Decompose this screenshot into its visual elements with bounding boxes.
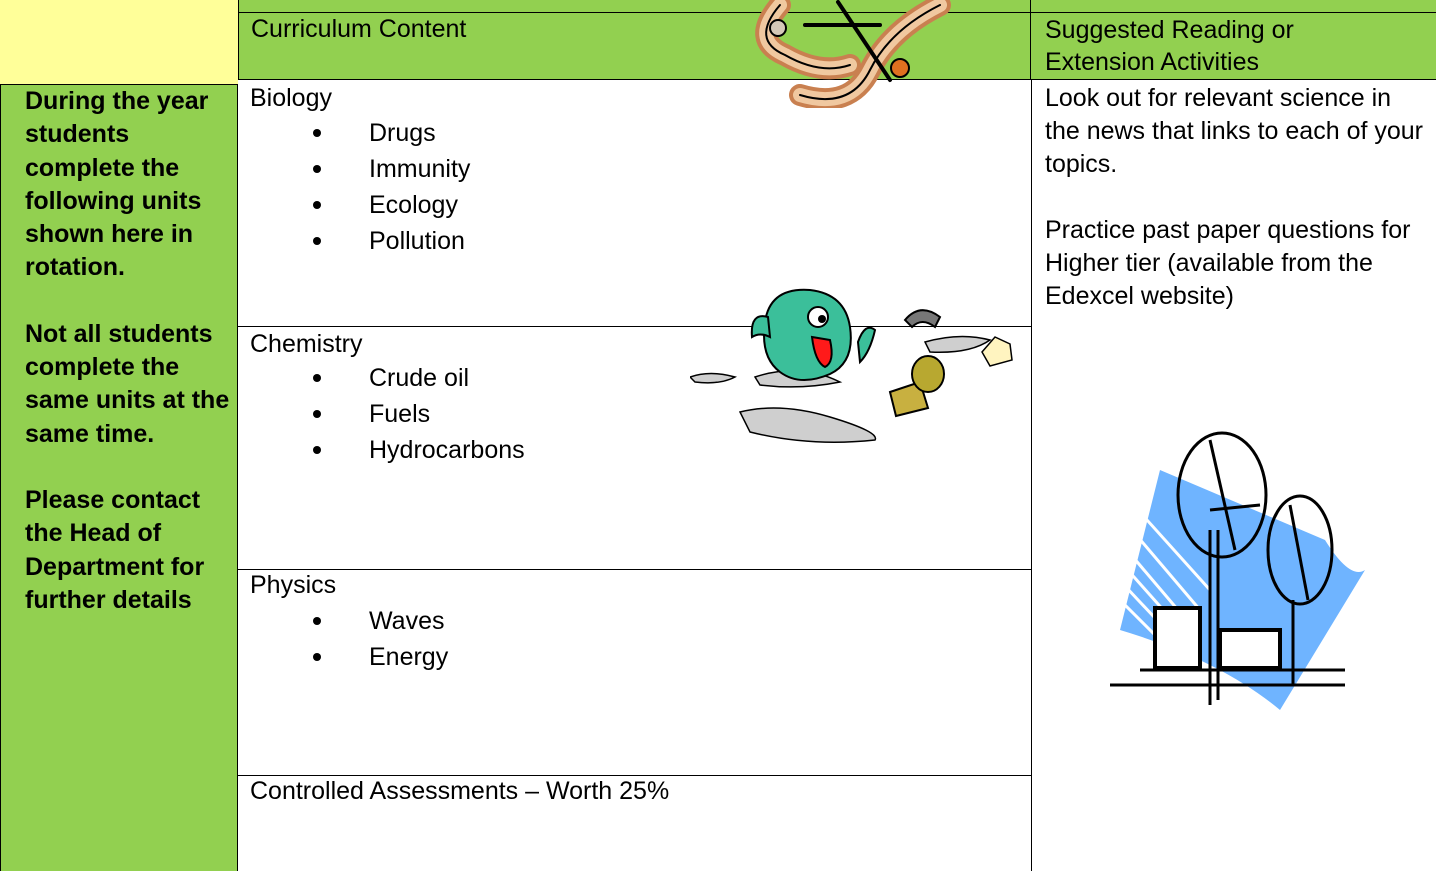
bullet-icon	[313, 446, 321, 454]
section-title: Controlled Assessments – Worth 25%	[250, 777, 670, 805]
section-title: Chemistry	[250, 330, 363, 358]
section-physics: Physics Waves Energy	[238, 569, 1032, 776]
factory-windmill-clipart-icon	[1108, 431, 1365, 710]
section-chemistry: Chemistry Crude oil Fuels Hydrocarbons	[238, 326, 1032, 570]
section-title: Physics	[250, 571, 337, 599]
sidebar-para-3: Please contact the Head of Department fo…	[25, 485, 205, 614]
header-rule-right	[1031, 12, 1436, 13]
section-title: Biology	[250, 84, 332, 112]
sidebar-para-2: Not all students complete the same units…	[25, 319, 230, 448]
extension-text: Look out for relevant science in the new…	[1045, 82, 1430, 346]
sidebar-text: During the year students complete the fo…	[25, 85, 230, 650]
section-assessments: Controlled Assessments – Worth 25%	[238, 775, 1032, 871]
list-item: Hydrocarbons	[308, 432, 525, 468]
bullet-icon	[313, 374, 321, 382]
bullet-icon	[313, 165, 321, 173]
header-corner	[0, 0, 238, 84]
atom-clipart-icon	[755, 0, 951, 108]
list-item: Immunity	[308, 151, 470, 187]
sidebar-info: During the year students complete the fo…	[0, 84, 238, 871]
extension-para-1: Look out for relevant science in the new…	[1045, 84, 1423, 178]
extension-header-label: Suggested Reading or Extension Activitie…	[1045, 16, 1294, 76]
list-item: Energy	[308, 639, 448, 675]
extension-para-2: Practice past paper questions for Higher…	[1045, 216, 1411, 310]
list-item: Crude oil	[308, 360, 525, 396]
topic-list: Waves Energy	[308, 603, 448, 675]
polluted-fish-clipart-icon	[690, 288, 1013, 443]
bullet-icon	[313, 653, 321, 661]
header-rule	[239, 12, 1030, 13]
bullet-icon	[313, 237, 321, 245]
topic-list: Drugs Immunity Ecology Pollution	[308, 115, 470, 259]
list-item: Pollution	[308, 223, 470, 259]
header-extension: Suggested Reading or Extension Activitie…	[1031, 0, 1436, 80]
list-item: Drugs	[308, 115, 470, 151]
bullet-icon	[313, 201, 321, 209]
section-biology: Biology Drugs Immunity Ecology Pollution	[238, 80, 1032, 327]
topic-list: Crude oil Fuels Hydrocarbons	[308, 360, 525, 468]
list-item: Waves	[308, 603, 448, 639]
bullet-icon	[313, 617, 321, 625]
sidebar-para-1: During the year students complete the fo…	[25, 87, 209, 282]
bullet-icon	[313, 410, 321, 418]
list-item: Fuels	[308, 396, 525, 432]
bullet-icon	[313, 129, 321, 137]
list-item: Ecology	[308, 187, 470, 223]
curriculum-header-label: Curriculum Content	[251, 15, 467, 43]
